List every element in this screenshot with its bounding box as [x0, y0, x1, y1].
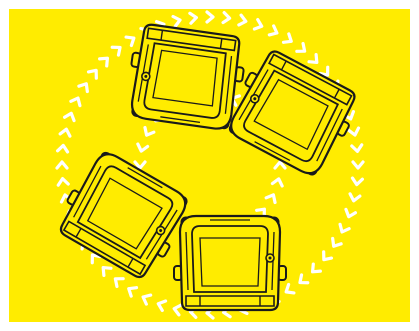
robot-vacuum-bottom	[174, 216, 286, 310]
robot-vacuum-top	[124, 23, 248, 132]
